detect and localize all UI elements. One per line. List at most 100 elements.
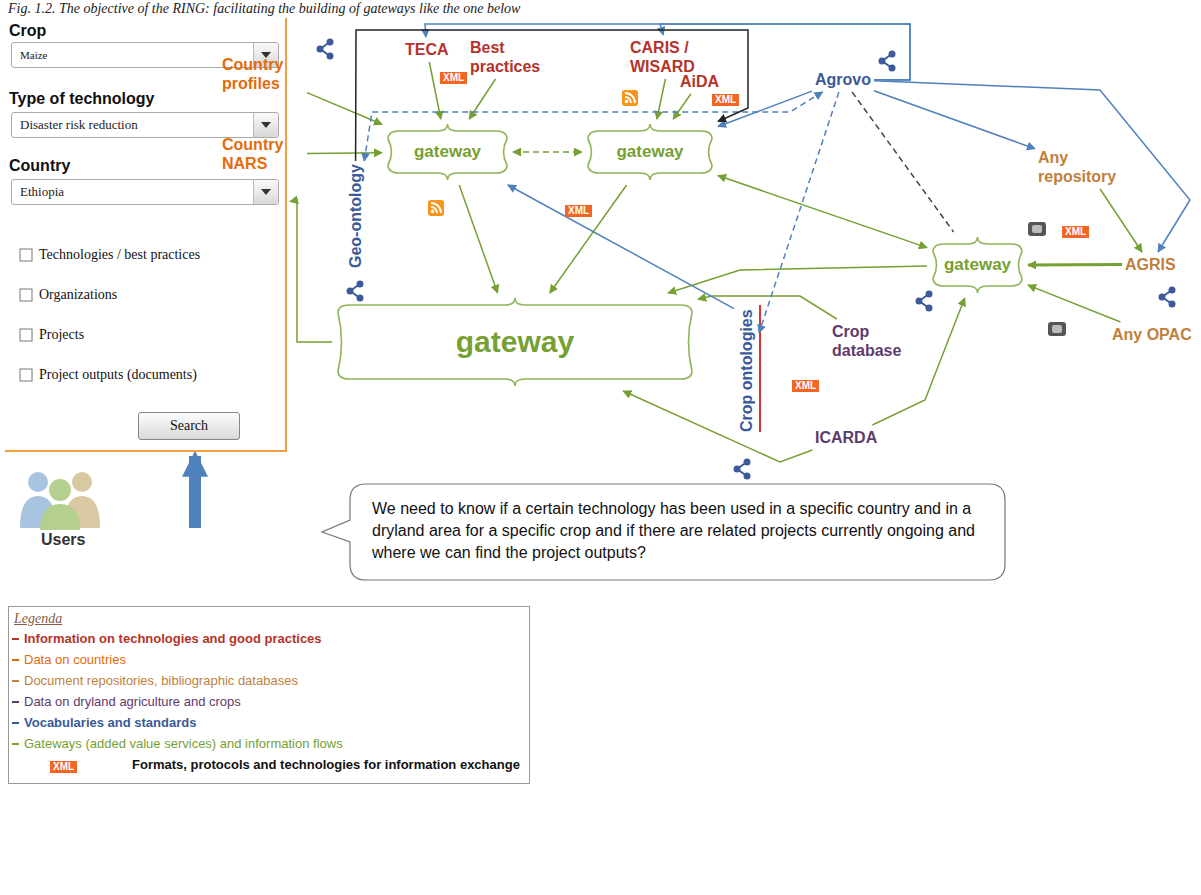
node-text: gateway <box>616 142 683 162</box>
connector <box>290 200 332 342</box>
connector <box>657 79 666 119</box>
legend-row: Data on countries <box>12 651 126 668</box>
main-gateway: gateway <box>335 296 695 388</box>
rss-bg <box>428 200 444 216</box>
vocabulary-label: Geo-ontology <box>346 164 365 268</box>
node-text: gateway <box>456 325 574 359</box>
opac-icon <box>1028 222 1046 236</box>
connector <box>718 176 927 248</box>
legend-text: Document repositories, bibliographic dat… <box>24 673 298 688</box>
node-text: Geo-ontology <box>346 164 365 268</box>
legend-text: Data on dryland agriculture and crops <box>24 694 241 709</box>
legend-heading: Legenda <box>14 611 62 627</box>
connector <box>429 62 441 119</box>
connector <box>459 185 497 293</box>
share-dot <box>889 65 896 72</box>
format-badge: XML <box>792 380 819 392</box>
connector <box>872 298 964 425</box>
share-dot <box>734 466 741 473</box>
repository-label: Any OPAC <box>1112 325 1192 344</box>
connector <box>550 185 627 293</box>
connector <box>1028 263 1122 266</box>
gateway-brace: gateway <box>930 235 1025 295</box>
node-text: Search <box>170 418 208 434</box>
node-text: Best practices <box>470 38 550 76</box>
checkbox <box>20 329 32 341</box>
node-text: Any repository <box>1038 148 1133 186</box>
source-label: Best practices <box>470 38 550 76</box>
node-text: Agrovo <box>815 70 871 89</box>
share-dot <box>357 295 364 302</box>
form-label: Crop <box>9 22 46 40</box>
connector <box>189 456 201 528</box>
vocabulary-label: Crop ontologies <box>737 309 756 432</box>
share-dot <box>926 291 933 298</box>
share-dot <box>916 298 923 305</box>
connector <box>874 91 1035 149</box>
share-dot <box>327 39 334 46</box>
gateway-brace: gateway <box>585 122 715 182</box>
red-underline <box>759 305 761 432</box>
speech-bubble: We need to know if a certain technology … <box>350 484 1005 580</box>
share-dot <box>357 281 364 288</box>
connector <box>307 152 382 154</box>
search-button: Search <box>138 412 240 440</box>
node-text: AiDA <box>680 72 719 91</box>
rss-arc <box>431 207 437 213</box>
format-badge: XML <box>1062 226 1089 238</box>
crop-data-label: ICARDA <box>815 428 877 447</box>
form-label: Country <box>9 157 70 175</box>
checkbox <box>20 369 32 381</box>
repository-label: Any repository <box>1038 148 1133 186</box>
share-dot <box>1169 301 1176 308</box>
share-dot <box>926 305 933 312</box>
node-text: CARIS / WISARD <box>630 38 710 76</box>
legend-swatch <box>12 722 19 724</box>
brace-path <box>933 237 1022 293</box>
share-dot <box>744 473 751 480</box>
node-text: gateway <box>944 255 1011 275</box>
format-badge: XML <box>50 761 77 773</box>
legend-text: Formats, protocols and technologies for … <box>132 757 520 772</box>
connector <box>852 92 954 232</box>
share-dot <box>1159 294 1166 301</box>
node-text: TECA <box>405 40 449 59</box>
figure-title: Fig. 1.2. The objective of the RING: fac… <box>8 1 520 17</box>
users-label: Users <box>15 530 215 549</box>
legend-swatch <box>12 701 19 703</box>
connector <box>623 391 812 462</box>
legend-text: Information on technologies and good pra… <box>24 631 322 646</box>
connector <box>673 94 691 119</box>
legend-row: Vocabularies and standards <box>12 714 196 731</box>
legend-row: Information on technologies and good pra… <box>12 630 322 647</box>
node-text: Country NARS <box>222 135 304 173</box>
rss-arc <box>625 97 631 103</box>
form-label: Technologies / best practices <box>39 247 200 263</box>
gateway-brace: gateway <box>385 122 510 182</box>
form-label: Projects <box>39 327 84 343</box>
connector <box>508 185 734 309</box>
share-dot <box>1169 287 1176 294</box>
select-box: Ethiopia <box>11 179 279 205</box>
form-label: Organizations <box>39 287 117 303</box>
rss-bg <box>622 90 638 106</box>
legend-swatch <box>12 680 19 682</box>
opac-icon <box>1048 322 1066 336</box>
vocabulary-label: Agrovo <box>815 70 871 89</box>
share-icon <box>734 459 751 480</box>
node-text: Any OPAC <box>1112 325 1192 344</box>
node-text: Crop database <box>832 322 912 360</box>
share-icon <box>879 51 896 72</box>
connector <box>513 151 582 153</box>
connector <box>759 92 839 333</box>
source-label: Country profiles <box>222 55 304 93</box>
share-icon <box>317 39 334 60</box>
connector <box>1028 285 1121 322</box>
crop-data-label: Crop database <box>832 322 912 360</box>
share-dot <box>879 58 886 65</box>
share-dot <box>327 53 334 60</box>
rss-dot <box>625 100 629 104</box>
brace-path <box>588 124 712 180</box>
source-label: Country NARS <box>222 135 304 173</box>
